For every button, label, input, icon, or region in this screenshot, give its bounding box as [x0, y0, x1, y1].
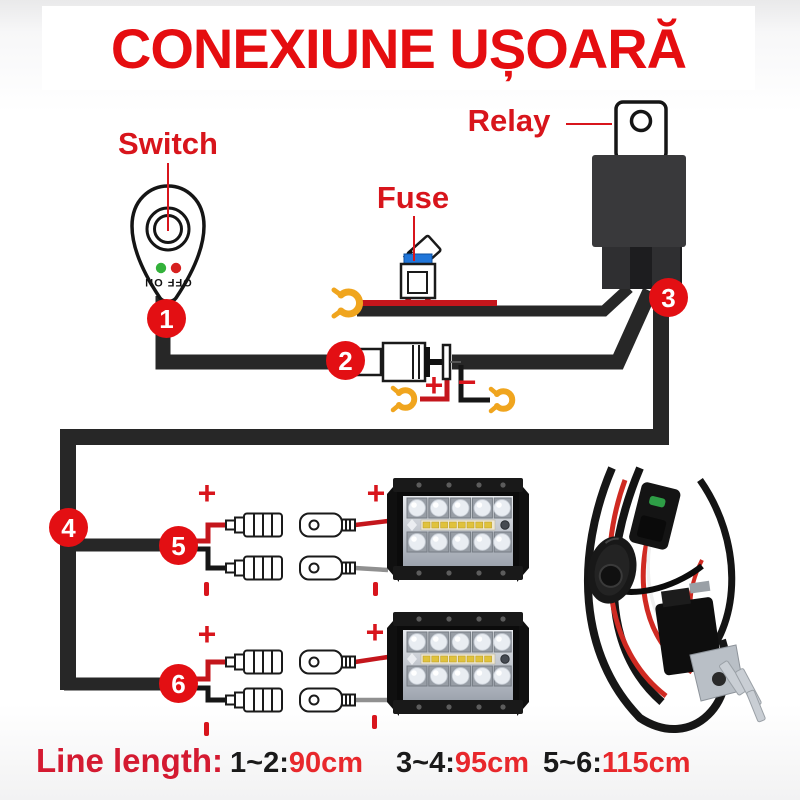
segment-range: 1~2: — [230, 747, 289, 779]
female-spade-connector — [225, 555, 283, 581]
segment-range: 5~6: — [543, 747, 602, 779]
led-light-bar-2 — [386, 611, 530, 717]
wire-lightbar2-positive — [354, 654, 389, 665]
wire-6-positive — [192, 659, 226, 682]
badge-5: 5 — [159, 526, 198, 565]
segment-value: 115cm — [601, 747, 691, 779]
male-spade-connector — [299, 649, 356, 675]
wire-5-negative — [192, 546, 226, 571]
female-spade-connector — [225, 687, 283, 713]
female-spade-connector — [225, 512, 283, 538]
switch-label: Switch — [118, 126, 218, 161]
segment-value: 90cm — [288, 747, 364, 779]
photo-switch-pod — [587, 536, 637, 604]
badge-3: 3 — [649, 278, 688, 317]
badge-6: 6 — [159, 664, 198, 703]
wire-lightbar1-negative — [354, 565, 389, 573]
wire-5-positive — [192, 522, 226, 544]
battery-minus-label: − — [457, 364, 477, 400]
minus-tick-6-right — [372, 715, 377, 729]
male-spade-connector — [299, 555, 356, 581]
line-length-segment-2: 3~4:95cm — [396, 747, 529, 780]
battery-plus-label: + — [424, 367, 444, 403]
product-photo — [583, 466, 766, 733]
fuse-illustration — [399, 234, 442, 300]
minus-tick-5-right — [373, 582, 378, 596]
page-title: CONEXIUNE UȘOARĂ — [110, 16, 687, 80]
plus-label-6-left: + — [197, 616, 217, 652]
wire-main-bus — [60, 283, 669, 690]
wire-battery-negative — [458, 365, 490, 403]
wire-6-negative — [192, 685, 226, 703]
switch-onoff-marking: OFF ON — [144, 276, 192, 288]
fork-terminal-negative-icon — [488, 386, 516, 414]
segment-range: 3~4: — [396, 747, 455, 779]
minus-tick-5-left — [204, 582, 209, 596]
plus-label-6-right: + — [365, 614, 385, 650]
wire-switch-to-2 — [155, 296, 344, 370]
badge-2: 2 — [326, 341, 365, 380]
wire-lightbar1-positive — [354, 518, 389, 528]
wire-fuse-black — [357, 283, 633, 317]
relay-label: Relay — [467, 103, 551, 138]
switch-red-led — [170, 262, 182, 274]
minus-tick-6-left — [204, 722, 209, 736]
wire-2-to-relay — [452, 287, 657, 370]
led-light-bar-1 — [386, 477, 530, 583]
badge-4: 4 — [49, 508, 88, 547]
plus-label-5-right: + — [366, 475, 386, 511]
photo-fuse-holder — [629, 482, 681, 550]
line-length-segment-3: 5~6:115cm — [543, 747, 691, 780]
male-spade-connector — [299, 512, 356, 538]
title-banner: CONEXIUNE UȘOARĂ — [42, 6, 755, 90]
fork-terminal-positive-icon — [390, 385, 418, 413]
photo-spade-terminals — [719, 660, 766, 723]
male-spade-connector — [299, 687, 356, 713]
ring-terminal-icon — [331, 287, 363, 319]
relay-illustration — [592, 100, 686, 289]
line-length-label: Line length: — [36, 742, 223, 779]
fuse-label: Fuse — [376, 180, 450, 215]
plus-label-5-left: + — [197, 475, 217, 511]
badge-1: 1 — [147, 299, 186, 338]
line-length-segment-1: 1~2:90cm — [230, 747, 363, 780]
switch-green-led — [155, 262, 167, 274]
female-spade-connector — [225, 649, 283, 675]
segment-value: 95cm — [454, 747, 530, 779]
